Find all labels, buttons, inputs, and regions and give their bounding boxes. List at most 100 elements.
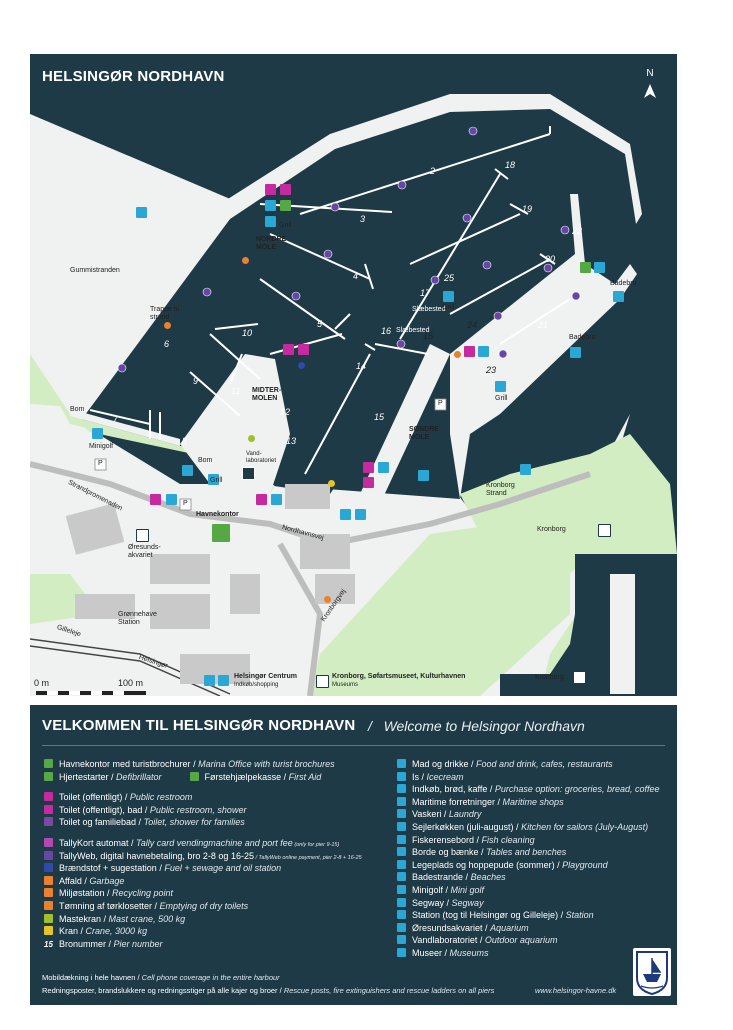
mastcrane-icon (44, 913, 53, 923)
shower-icon (44, 804, 53, 814)
shop-icon[interactable] (378, 462, 389, 473)
pier-number: 18 (505, 160, 516, 170)
toilet-icon[interactable] (265, 184, 276, 195)
crane-icon[interactable] (328, 480, 335, 487)
bench-icon[interactable] (594, 262, 605, 273)
bench-icon[interactable] (208, 474, 219, 485)
bench-icon[interactable] (495, 381, 506, 392)
fish-icon (397, 834, 406, 844)
toilet-icon[interactable] (363, 462, 374, 473)
legend-row: Minigolf / Mini golf (397, 884, 672, 897)
legend-label-en: Outdoor aquarium (484, 935, 558, 946)
scale-hundred: 100 m (118, 678, 144, 688)
lab-icon (397, 935, 406, 945)
legend-label-en: Mini golf (450, 884, 485, 895)
legend-label-en: Purchase option: groceries, bread, coffe… (494, 784, 660, 795)
heart-icon[interactable] (580, 262, 591, 273)
food-icon[interactable] (182, 465, 193, 476)
toilet-icon[interactable] (150, 494, 161, 505)
legend-row: Sejlerkøkken (juli-august) / Kitchen for… (397, 821, 672, 834)
footer-coverage: Mobildækning i hele havnen / Cell phone … (42, 973, 280, 982)
beach-icon[interactable] (613, 291, 624, 302)
legend-label-en: Tables and benches (486, 847, 567, 858)
toilet-icon[interactable] (256, 494, 267, 505)
beach-icon[interactable] (136, 207, 147, 218)
fuel-icon[interactable] (298, 362, 305, 369)
garbage-icon[interactable] (324, 596, 331, 603)
legend-label: Kran (59, 926, 79, 937)
legend-label: Tømning af tørklosetter (59, 900, 153, 911)
west-land (30, 114, 242, 416)
bench-icon[interactable] (418, 470, 429, 481)
legend-label-en: Fish cleaning (481, 834, 535, 845)
bench-icon[interactable] (340, 509, 351, 520)
mastcrane-icon[interactable] (248, 435, 255, 442)
label-helsingor-centrum: Helsingør Centrum (234, 673, 298, 680)
website-link[interactable]: www.helsingor-havne.dk (535, 986, 617, 995)
legend-row: Is / Icecream (397, 771, 672, 784)
harbour-logo-icon (633, 948, 671, 996)
label-oresundsakvariet: Øresunds- akvariet (128, 544, 161, 559)
legend-label-en: Museums (449, 947, 489, 958)
toilet-icon[interactable] (363, 477, 374, 488)
garbage-icon[interactable] (164, 322, 171, 329)
drytoilet-icon (44, 900, 53, 910)
bench-icon[interactable] (443, 291, 454, 302)
legend-label: Indkøb, brød, kaffe (412, 784, 488, 795)
legend-label: Segway (412, 897, 445, 908)
label-grill-3: Grill (495, 395, 508, 402)
info-icon[interactable] (212, 524, 230, 542)
bench-icon[interactable] (265, 216, 276, 227)
station-icon[interactable] (218, 675, 229, 686)
legend-label-en: Beaches (470, 872, 506, 883)
aquarium-icon[interactable] (598, 524, 611, 537)
legend-row: Mad og drikke / Food and drink, cafes, r… (397, 758, 672, 771)
bench-icon[interactable] (166, 494, 177, 505)
shop-icon[interactable] (271, 494, 282, 505)
legend-label-en: Laundry (448, 809, 482, 820)
aquarium-icon[interactable] (136, 529, 149, 542)
museum-icon[interactable] (316, 675, 329, 688)
legend-row: Museer / Museums (397, 947, 672, 960)
beach-icon[interactable] (355, 509, 366, 520)
legend-label-en: Mast crane, 500 kg (108, 913, 186, 924)
label-grill-2: Grill (442, 304, 455, 311)
shop-icon (397, 784, 406, 794)
garbage-icon[interactable] (242, 257, 249, 264)
legend-row: Affald / Garbage (44, 875, 379, 888)
label-badebro-1: Badebro (610, 280, 637, 287)
minigolf-icon[interactable] (92, 428, 103, 439)
legend-row: Borde og bænke / Tables and benches (397, 846, 672, 859)
parking-2: P (183, 500, 188, 507)
label-bom-2: Bom (198, 457, 213, 464)
legend-label-en: Defibrillator (116, 771, 162, 782)
label-gummistranden: Gummistranden (70, 267, 120, 274)
laundry-icon[interactable] (265, 200, 276, 211)
garbage-icon[interactable] (454, 351, 461, 358)
family-icon[interactable] (464, 346, 475, 357)
legend-label: Brændstof + sugestation (59, 863, 157, 874)
beach-icon[interactable] (520, 464, 531, 475)
bench-icon[interactable] (478, 346, 489, 357)
legend-row: Øresundsakvariet / Aquarium (397, 922, 672, 935)
legend-title: VELKOMMEN TIL HELSINGØR NORDHAVN (42, 717, 356, 734)
legend-row: Kran / Crane, 3000 kg (44, 925, 379, 938)
pier-number: 7 (113, 414, 119, 424)
laundry-icon (397, 809, 406, 819)
legend-label-en: Recycling point (112, 888, 174, 899)
station-icon[interactable] (204, 675, 215, 686)
museum-icon[interactable] (573, 671, 586, 684)
toilet-icon[interactable] (283, 344, 294, 355)
harbour-map[interactable]: HELSINGØR NORDHAVN N NORDRE MOLE MIDTER-… (30, 54, 677, 696)
legend-label: Mad og drikke (412, 759, 469, 769)
family-icon[interactable] (280, 184, 291, 195)
lab-icon[interactable] (242, 467, 255, 480)
heart-icon[interactable] (280, 200, 291, 211)
legend-row: Indkøb, brød, kaffe / Purchase option: g… (397, 783, 672, 796)
pier-number: 9 (193, 376, 199, 386)
map-title: HELSINGØR NORDHAVN (42, 68, 225, 85)
toilet-icon[interactable] (298, 344, 309, 355)
legend-row: Toilet og familiebad / Toilet, shower fo… (44, 816, 379, 829)
beach-icon[interactable] (570, 347, 581, 358)
